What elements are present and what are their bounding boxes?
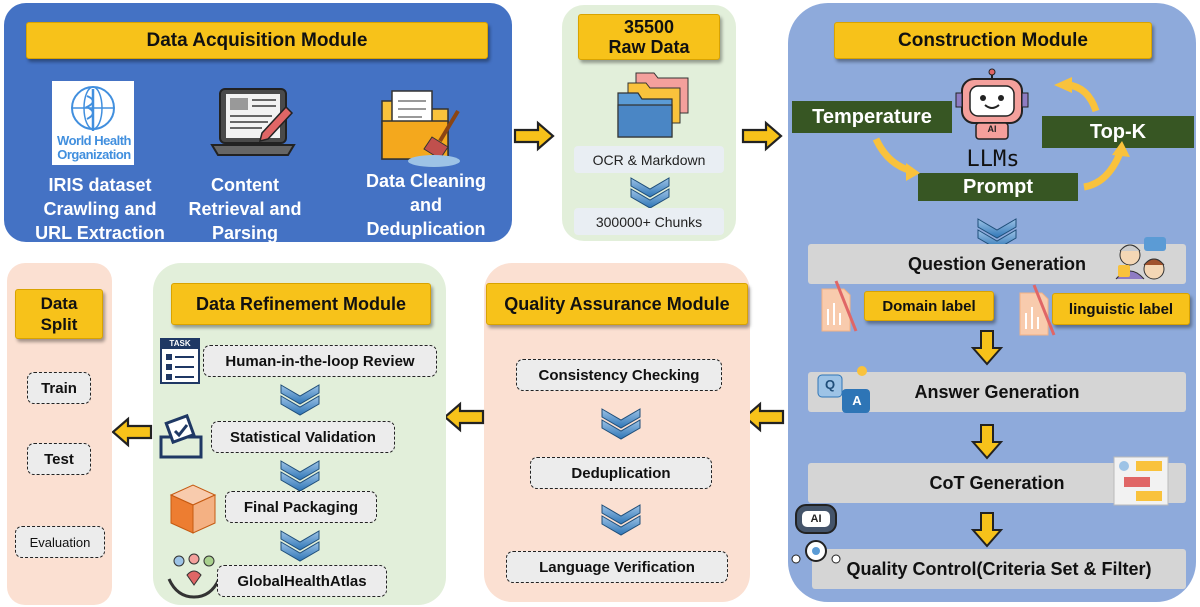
acquisition-item-1-line2: Crawling and [43,199,157,219]
quality-assurance-title: Quality Assurance Module [486,283,748,325]
temperature-box: Temperature [792,101,952,133]
acquisition-item-1-line1: IRIS dataset [48,175,152,195]
language-verification-box: Language Verification [506,551,728,583]
data-refinement-panel: Data Refinement Module TASK Human-in-the… [153,263,446,605]
data-split-panel: Data Split Train Test Evaluation [7,263,112,605]
arrow-down-icon [972,330,1002,365]
train-box: Train [27,372,91,404]
task-badge: TASK [169,339,191,348]
acquisition-item-2-line3: Parsing [211,223,279,243]
acquisition-item-1-line3: URL Extraction [35,223,165,243]
task-checklist-icon [160,338,200,384]
human-review-box: Human-in-the-loop Review [203,345,437,377]
domain-label-box: Domain label [864,291,994,321]
data-split-title: Data Split [15,289,103,339]
arrow-right-icon [741,121,783,151]
test-box: Test [27,443,91,475]
llm-robot-icon [955,68,1029,140]
chevron-down-icon [630,177,670,209]
final-packaging-box: Final Packaging [225,491,377,523]
tag-icon [1019,284,1056,336]
quality-control-box: Quality Control(Criteria Set & Filter) [812,549,1186,589]
deduplication-box: Deduplication [530,457,712,489]
chevron-down-icon [601,504,641,536]
globalhealthatlas-box: GlobalHealthAtlas [217,565,387,597]
data-split-title-line2: Split [40,315,78,334]
who-logo-line2: Organization [57,147,131,162]
topk-box: Top-K [1042,116,1194,148]
data-split-title-line1: Data [40,294,78,313]
answer-generation-box: Answer Generation [808,372,1186,412]
ballot-box-icon [159,413,203,459]
raw-data-panel: 35500 Raw Data OCR & Markdown 300000+ Ch… [562,5,736,241]
ocr-markdown-label: OCR & Markdown [574,146,724,173]
consistency-checking-box: Consistency Checking [516,359,722,391]
chunks-label: 300000+ Chunks [574,208,724,235]
arrow-left-icon [743,402,785,432]
cycle-arrows-icon [872,77,1130,191]
chevron-down-icon [280,384,320,416]
chevron-down-icon [601,408,641,440]
who-logo: World Health Organization [52,81,134,165]
construction-panel: Construction Module AI Temperature Top-K… [788,3,1196,602]
raw-data-label: Raw Data [608,37,690,57]
tag-icon [821,280,858,332]
data-refinement-title: Data Refinement Module [171,283,431,325]
chevron-down-icon [280,530,320,562]
news-laptop-icon [210,88,296,156]
acquisition-item-3-line3: Deduplication [366,219,486,239]
qa-chat-icon [817,366,870,413]
who-logo-line1: World Health [57,133,131,148]
raw-data-title: 35500 Raw Data [578,14,720,60]
chevron-down-icon [280,460,320,492]
acquisition-item-2: Content Retrieval and Parsing [172,173,318,245]
who-emblem-icon [71,86,115,131]
prompt-box: Prompt [918,173,1078,201]
folder-cleaning-icon [381,90,460,167]
quality-assurance-panel: Quality Assurance Module Consistency Che… [484,263,750,602]
acquisition-item-2-line1: Content [211,175,279,195]
acquisition-item-2-line2: Retrieval and [188,199,302,219]
arrow-down-icon [972,424,1002,459]
robot-ai-label: AI [810,513,822,525]
folders-icon [617,72,689,138]
arrow-right-icon [513,121,555,151]
qa-q-letter: Q [824,377,836,392]
acquisition-item-3-line1: Data Cleaning [365,171,487,191]
data-acquisition-panel: Data Acquisition Module World Health Org… [4,3,512,245]
raw-data-count: 35500 [623,17,675,37]
linguistic-label-box: linguistic label [1052,293,1190,325]
acquisition-item-3-line2: and [409,195,442,215]
llms-label: LLMs [966,147,1020,172]
acquisition-item-1: IRIS dataset Crawling and URL Extraction [22,173,178,245]
construction-title: Construction Module [834,22,1152,59]
people-chat-icon [1115,237,1166,280]
community-hands-icon [167,553,221,599]
arrow-down-icon [972,512,1002,547]
statistical-validation-box: Statistical Validation [211,421,395,453]
arrow-left-icon [443,402,485,432]
ai-robot-icon [791,504,841,564]
package-box-icon [169,484,217,534]
steps-list-icon [1113,456,1169,506]
acquisition-item-3: Data Cleaning and Deduplication [348,169,504,241]
llm-ai-badge: AI [987,124,997,134]
arrow-left-icon [111,417,153,447]
qa-a-letter: A [852,393,862,408]
data-acquisition-title: Data Acquisition Module [26,22,488,59]
evaluation-box: Evaluation [15,526,105,558]
